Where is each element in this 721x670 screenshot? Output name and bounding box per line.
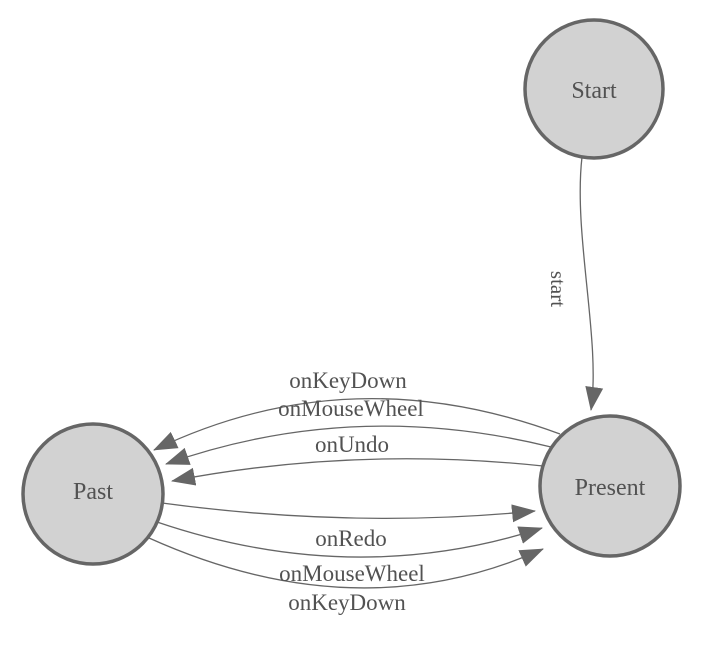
edge-present-to-past-onundo — [171, 458, 544, 486]
present-node-label: Present — [575, 475, 646, 501]
edge-past-to-present-onmousewheel — [156, 521, 543, 558]
state-node-past — [21, 422, 165, 566]
edge-group — [148, 156, 604, 589]
start-node-border — [523, 18, 665, 160]
past-node-border — [21, 422, 165, 566]
edge-present-to-past-onmousewheel — [165, 425, 552, 465]
edge-label-onkeydown-top: onKeyDown — [289, 368, 407, 393]
past-node-label: Past — [73, 479, 113, 505]
edge-label-onmousewheel-top: onMouseWheel — [278, 396, 424, 421]
edge-label-onundo: onUndo — [315, 432, 389, 457]
edge-present-to-past-onkeydown — [153, 398, 561, 451]
edge-label-onkeydown-bottom: onKeyDown — [288, 590, 406, 615]
edge-start-to-present — [579, 156, 604, 411]
start-node-label: Start — [571, 78, 617, 104]
present-node-circle — [540, 416, 680, 556]
past-node-circle — [23, 424, 163, 564]
present-node-border — [538, 414, 682, 558]
state-node-present — [538, 414, 682, 558]
edge-label-start: start — [546, 271, 570, 307]
edge-label-onredo: onRedo — [315, 526, 387, 551]
edge-past-to-present-onredo — [161, 502, 536, 523]
edge-past-to-present-onkeydown — [148, 537, 544, 589]
state-node-start: Start — [523, 18, 665, 160]
start-node-circle — [525, 20, 663, 158]
edge-label-onmousewheel-bottom: onMouseWheel — [279, 561, 425, 586]
